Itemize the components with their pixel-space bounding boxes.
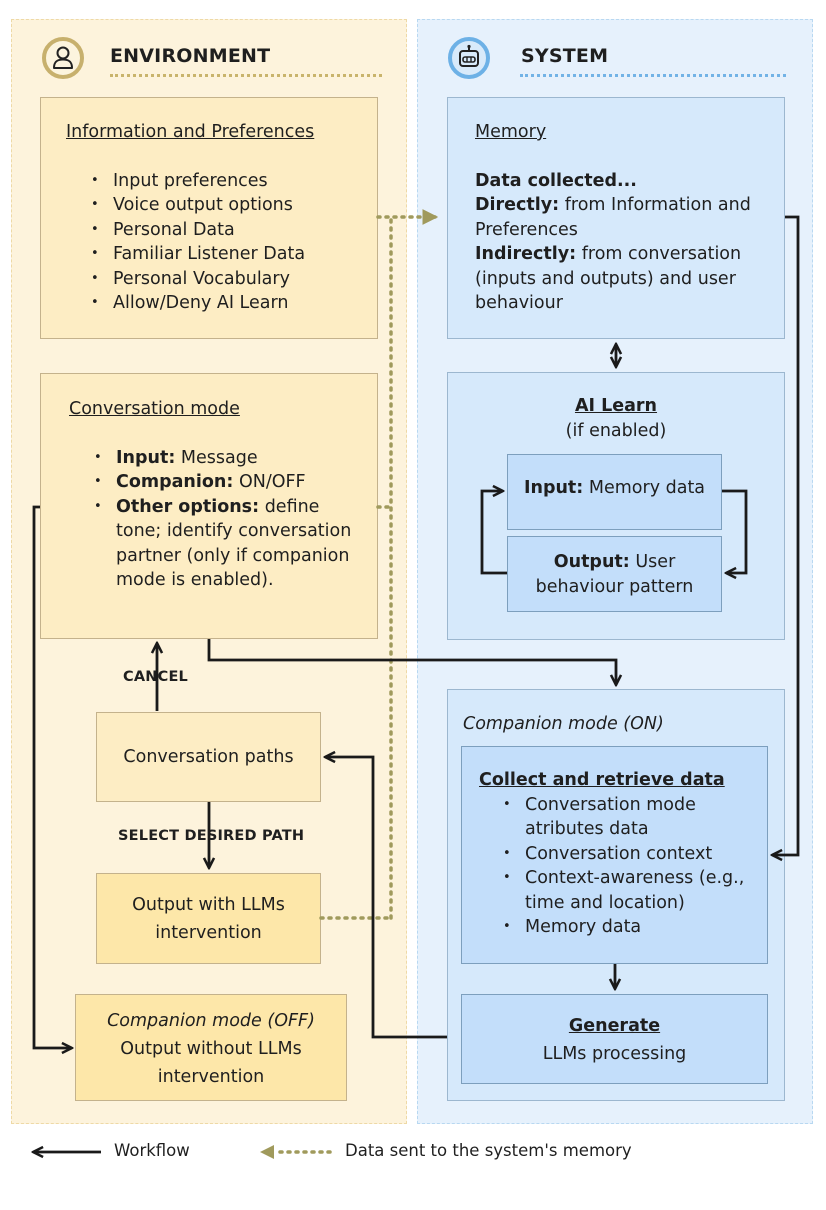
information-preferences-title: Information and Preferences (66, 122, 315, 142)
collect-retrieve-item: Conversation mode atributes data (499, 793, 761, 842)
conversation-mode-list: Input: Message Companion: ON/OFF Other o… (69, 446, 363, 593)
information-preference-item: Personal Vocabulary (87, 267, 367, 292)
generate-text: LLMs processing (542, 1044, 687, 1064)
conversation-paths-box: Conversation paths (96, 712, 321, 802)
memory-indirectly: Indirectly: from conversation (inputs an… (475, 244, 742, 313)
select-desired-path-label: SELECT DESIRED PATH (118, 828, 305, 844)
memory-details: Data collected... Directly: from Informa… (475, 169, 776, 316)
output-with-llms-box: Output with LLMs intervention (96, 873, 321, 964)
legend-data-arrow (260, 1145, 332, 1159)
user-icon (42, 37, 84, 79)
cancel-label: CANCEL (123, 669, 188, 685)
collect-retrieve-item: Conversation context (499, 842, 761, 867)
information-preferences-box: Information and Preferences Input prefer… (40, 97, 378, 339)
conversation-mode-companion: Companion: ON/OFF (90, 470, 363, 495)
collect-retrieve-box: Collect and retrieve data Conversation m… (461, 746, 768, 964)
workflow-memory-to-collect (772, 215, 800, 855)
memory-title: Memory (475, 122, 547, 142)
system-title-underline (520, 74, 786, 77)
workflow-ai-learn-loop-out (722, 489, 748, 573)
conversation-mode-input: Input: Message (90, 446, 363, 471)
companion-mode-off-text: Output without LLMs intervention (120, 1039, 302, 1087)
legend-data-sent-label: Data sent to the system's memory (345, 1141, 632, 1160)
workflow-arrows (32, 215, 800, 1048)
ai-learn-input: Input: Memory data (523, 477, 706, 498)
ai-learn-subtitle: (if enabled) (565, 420, 667, 441)
memory-box: Memory Data collected... Directly: from … (447, 97, 785, 339)
output-with-llms-label: Output with LLMs intervention (132, 894, 285, 943)
data-flow-arrows (319, 209, 439, 920)
system-title: SYSTEM (521, 45, 609, 67)
collect-retrieve-list: Conversation mode atributes dataConversa… (479, 793, 761, 940)
information-preference-item: Input preferences (87, 169, 367, 194)
ai-learn-input-box: Input: Memory data (507, 454, 722, 530)
environment-title-underline (110, 74, 382, 77)
workflow-generate-to-paths (325, 757, 447, 1039)
environment-title: ENVIRONMENT (110, 45, 271, 67)
memory-directly: Directly: from Information and Preferenc… (475, 195, 751, 240)
companion-mode-off-title: Companion mode (OFF) (107, 1011, 315, 1031)
collect-retrieve-title: Collect and retrieve data (479, 770, 725, 790)
workflow-mode-to-companion-on (207, 639, 616, 685)
companion-mode-off-box: Companion mode (OFF) Output without LLMs… (75, 994, 347, 1101)
generate-title: Generate (568, 1016, 661, 1036)
workflow-ai-learn-loop-back (480, 491, 507, 575)
memory-collected: Data collected... (475, 170, 637, 191)
information-preference-item: Familiar Listener Data (87, 242, 367, 267)
workflow-mode-to-companion-off (32, 505, 72, 1048)
ai-learn-output: Output: User behaviour pattern (535, 552, 694, 597)
companion-mode-on-title: Companion mode (ON) (463, 714, 664, 734)
information-preference-item: Allow/Deny AI Learn (87, 291, 367, 316)
conversation-mode-box: Conversation mode Input: Message Compani… (40, 373, 378, 639)
conversation-paths-label: Conversation paths (123, 746, 294, 767)
ai-learn-title: AI Learn (574, 396, 658, 416)
collect-retrieve-item: Memory data (499, 915, 761, 940)
collect-retrieve-item: Context-awareness (e.g., time and locati… (499, 866, 761, 915)
ai-learn-output-box: Output: User behaviour pattern (507, 536, 722, 612)
robot-icon (448, 37, 490, 79)
legend-workflow-label: Workflow (114, 1141, 190, 1160)
information-preferences-list: Input preferencesVoice output optionsPer… (66, 169, 367, 316)
conversation-mode-title: Conversation mode (69, 399, 240, 419)
information-preference-item: Personal Data (87, 218, 367, 243)
information-preference-item: Voice output options (87, 193, 367, 218)
generate-box: Generate LLMs processing (461, 994, 768, 1084)
conversation-mode-other-options: Other options: define tone; identify con… (90, 495, 363, 593)
